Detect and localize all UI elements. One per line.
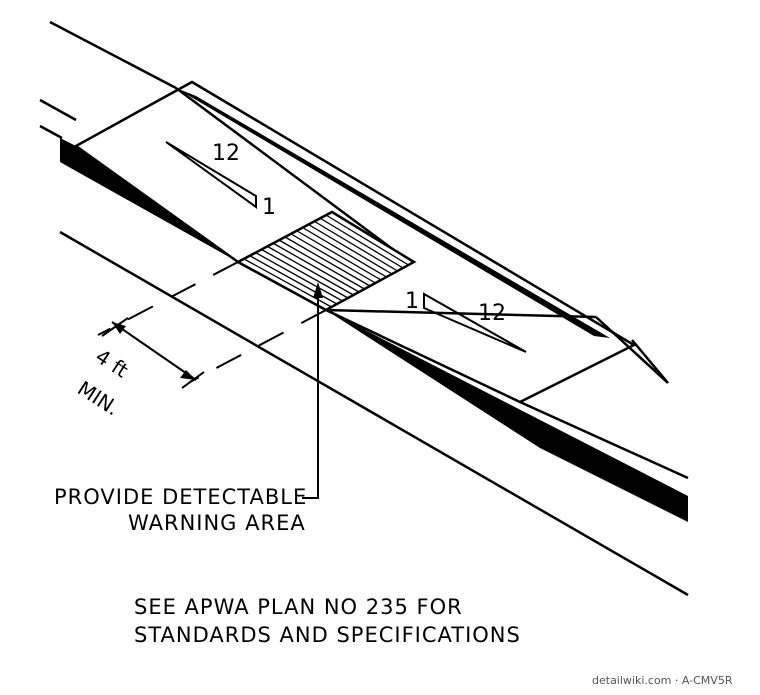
dimension-arrow-lower-icon bbox=[180, 370, 196, 380]
back-of-sidewalk-line-2 bbox=[595, 316, 669, 384]
hatch-line bbox=[314, 220, 398, 272]
hatch-line bbox=[243, 258, 332, 308]
dimension-value: 4 ft bbox=[91, 344, 132, 383]
hatch-line bbox=[296, 230, 382, 281]
hatch-line bbox=[284, 236, 371, 287]
hatch-line bbox=[267, 245, 354, 296]
hatch-line bbox=[249, 255, 338, 305]
extension-lines bbox=[97, 261, 327, 383]
lower-slope-rise: 1 bbox=[405, 289, 419, 314]
general-note-line-1: SEE APWA PLAN NO 235 FOR bbox=[134, 595, 463, 619]
gutter-line bbox=[59, 230, 689, 597]
sidewalk-edge-line-2 bbox=[631, 339, 669, 384]
curb-face-line bbox=[519, 400, 689, 480]
dimension-arrow-upper-icon bbox=[112, 322, 126, 334]
lower-curb-face bbox=[326, 310, 688, 522]
leader-arrow-icon bbox=[313, 282, 323, 298]
warning-hatch-lines bbox=[243, 214, 409, 308]
callout-line-1: PROVIDE DETECTABLE bbox=[54, 485, 307, 509]
callout-line-2: WARNING AREA bbox=[128, 511, 306, 535]
extension-line-upper bbox=[97, 261, 239, 336]
upper-slope-run: 12 bbox=[212, 141, 240, 166]
hatch-line bbox=[278, 239, 365, 290]
dimension-line bbox=[111, 321, 197, 381]
watermark: detailwiki.com · A-CMV5R bbox=[592, 674, 733, 687]
upper-flare-face bbox=[176, 88, 610, 338]
slope-indicators bbox=[165, 141, 527, 353]
curb-lines bbox=[39, 20, 689, 597]
hatch-line bbox=[290, 233, 376, 284]
back-of-sidewalk-line bbox=[49, 20, 177, 90]
upper-slope-triangle-icon bbox=[165, 141, 257, 209]
hatch-line bbox=[302, 227, 387, 278]
dimension-tick-upper bbox=[101, 317, 129, 337]
hatch-line bbox=[272, 242, 360, 293]
callout-leader bbox=[302, 290, 319, 499]
detectable-warning-area bbox=[235, 210, 417, 312]
hatch-line bbox=[319, 217, 404, 269]
hatch-line bbox=[255, 252, 343, 302]
hatch-line bbox=[261, 248, 349, 299]
hatch-line bbox=[308, 223, 393, 275]
upper-slope-rise: 1 bbox=[262, 195, 276, 220]
sidewalk-edge-line bbox=[39, 98, 77, 122]
ramp-crease-lower bbox=[325, 308, 597, 319]
dimension-tick-lower bbox=[181, 371, 205, 389]
ramp-crease-upper bbox=[175, 86, 411, 264]
lower-slope-triangle-icon bbox=[423, 292, 527, 353]
dimension-4ft bbox=[101, 317, 205, 389]
curb-faces bbox=[60, 88, 688, 522]
sidewalk-edge-line-3 bbox=[39, 124, 63, 140]
extension-line-lower bbox=[189, 309, 327, 383]
hatch-line bbox=[325, 214, 409, 266]
general-note-line-2: STANDARDS AND SPECIFICATIONS bbox=[134, 623, 521, 647]
dimension-qualifier: MIN. bbox=[73, 376, 123, 420]
leader-line bbox=[302, 290, 319, 499]
lower-slope-run: 12 bbox=[478, 301, 506, 326]
